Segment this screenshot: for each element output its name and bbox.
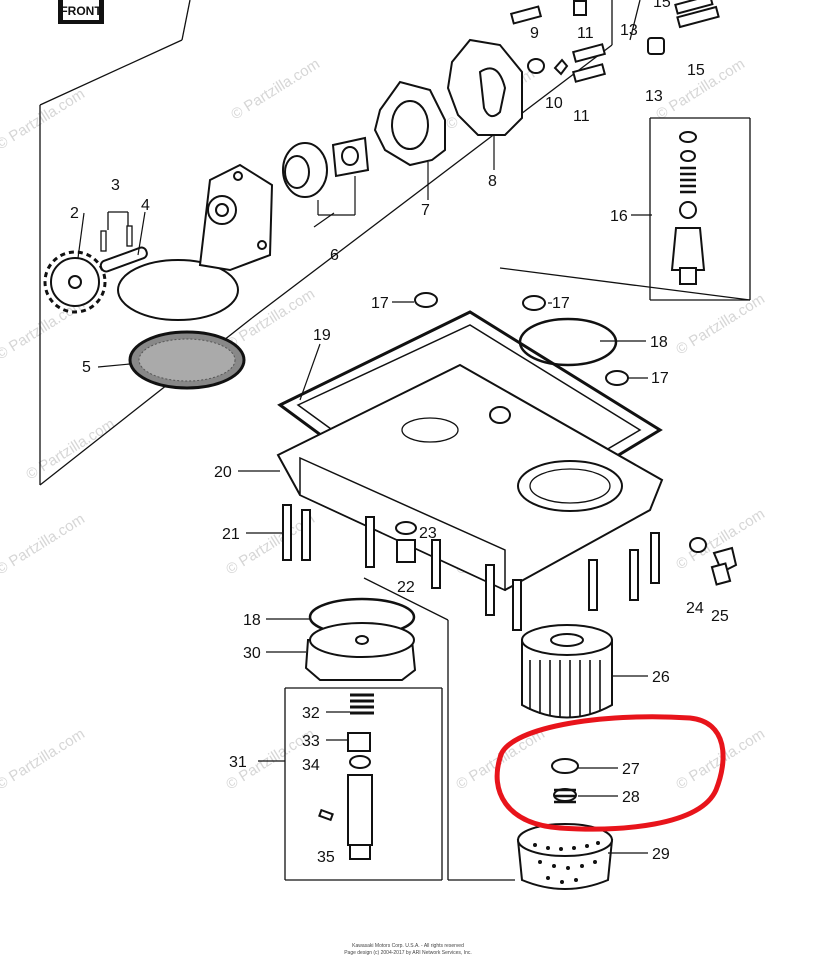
o-rings bbox=[414, 292, 629, 386]
strainer bbox=[304, 597, 417, 681]
callout-13b: 13 bbox=[645, 88, 663, 105]
watermark: © Partzilla.com bbox=[0, 725, 88, 793]
copyright-footer: Kawasaki Motors Corp. U.S.A. - All right… bbox=[344, 943, 472, 956]
leader-lines bbox=[77, 135, 652, 854]
relief-valve bbox=[670, 131, 706, 285]
callout-35: 35 bbox=[317, 849, 335, 866]
spring-28 bbox=[553, 788, 577, 804]
drain-plug bbox=[689, 537, 738, 586]
watermark: © Partzilla.com bbox=[0, 510, 88, 578]
callout-29: 29 bbox=[652, 846, 670, 863]
callout-labels: 2 3 4 5 6 7 8 9 10 11 11 13 13 15 15 16 … bbox=[70, 0, 729, 866]
callout-4: 4 bbox=[141, 197, 150, 214]
callout-17c: 17 bbox=[651, 370, 669, 387]
callout-10: 10 bbox=[545, 95, 563, 112]
callout-18b: 18 bbox=[243, 612, 261, 629]
callout-7: 7 bbox=[421, 202, 430, 219]
callout-33: 33 bbox=[302, 733, 320, 750]
pump-cover bbox=[446, 38, 523, 136]
callout-34: 34 bbox=[302, 757, 320, 774]
callout-31: 31 bbox=[229, 754, 247, 771]
large-o-ring-upper bbox=[518, 317, 618, 367]
callout-28: 28 bbox=[622, 789, 640, 806]
callout-17b: 17 bbox=[552, 295, 570, 312]
callout-19: 19 bbox=[313, 327, 331, 344]
filter-cover bbox=[516, 823, 614, 890]
callout-22: 22 bbox=[397, 579, 415, 596]
callout-13a: 13 bbox=[620, 22, 638, 39]
callout-11b: 11 bbox=[573, 108, 590, 125]
callout-9: 9 bbox=[530, 25, 539, 42]
callout-5: 5 bbox=[82, 359, 91, 376]
callout-21: 21 bbox=[222, 526, 240, 543]
callout-11a: 11 bbox=[577, 25, 594, 42]
callout-3: 3 bbox=[111, 177, 120, 194]
oil-filter bbox=[521, 624, 613, 719]
pan-bolts bbox=[282, 504, 660, 631]
callout-23: 23 bbox=[419, 525, 437, 542]
pins bbox=[100, 211, 133, 252]
callout-32: 32 bbox=[302, 705, 320, 722]
callout-30: 30 bbox=[243, 645, 261, 662]
svg-text:FRONT: FRONT bbox=[60, 4, 102, 18]
watermark: © Partzilla.com bbox=[23, 415, 118, 483]
callout-17a: 17 bbox=[371, 295, 389, 312]
copyright-line-1: Kawasaki Motors Corp. U.S.A. - All right… bbox=[352, 943, 464, 949]
watermark: © Partzilla.com bbox=[228, 55, 323, 123]
highlight-circle bbox=[494, 714, 726, 832]
callout-26: 26 bbox=[652, 669, 670, 686]
callout-15a: 15 bbox=[653, 0, 671, 11]
callout-18a: 18 bbox=[650, 334, 668, 351]
oil-pan bbox=[276, 363, 664, 592]
watermark: © Partzilla.com bbox=[0, 85, 88, 153]
bypass-valve bbox=[284, 687, 443, 881]
washer-27 bbox=[551, 758, 579, 774]
callout-8: 8 bbox=[488, 173, 497, 190]
callout-2: 2 bbox=[70, 205, 79, 222]
callout-20: 20 bbox=[214, 464, 232, 481]
callout-16: 16 bbox=[610, 208, 628, 225]
oil-screen bbox=[128, 330, 246, 390]
front-tag: FRONT bbox=[58, 0, 104, 24]
callout-27: 27 bbox=[622, 761, 640, 778]
pump-gasket bbox=[373, 80, 446, 167]
callout-25: 25 bbox=[711, 608, 729, 625]
callout-6: 6 bbox=[330, 247, 339, 264]
callout-24: 24 bbox=[686, 600, 704, 617]
callout-15b: 15 bbox=[687, 62, 705, 79]
sprocket bbox=[43, 250, 107, 314]
copyright-line-2: Page design (c) 2004-2017 by ARI Network… bbox=[344, 950, 472, 956]
oil-pump bbox=[117, 163, 274, 321]
pump-rotors bbox=[282, 136, 370, 198]
fitting bbox=[395, 521, 417, 563]
small-hardware bbox=[509, 0, 720, 83]
shaft bbox=[99, 246, 148, 273]
